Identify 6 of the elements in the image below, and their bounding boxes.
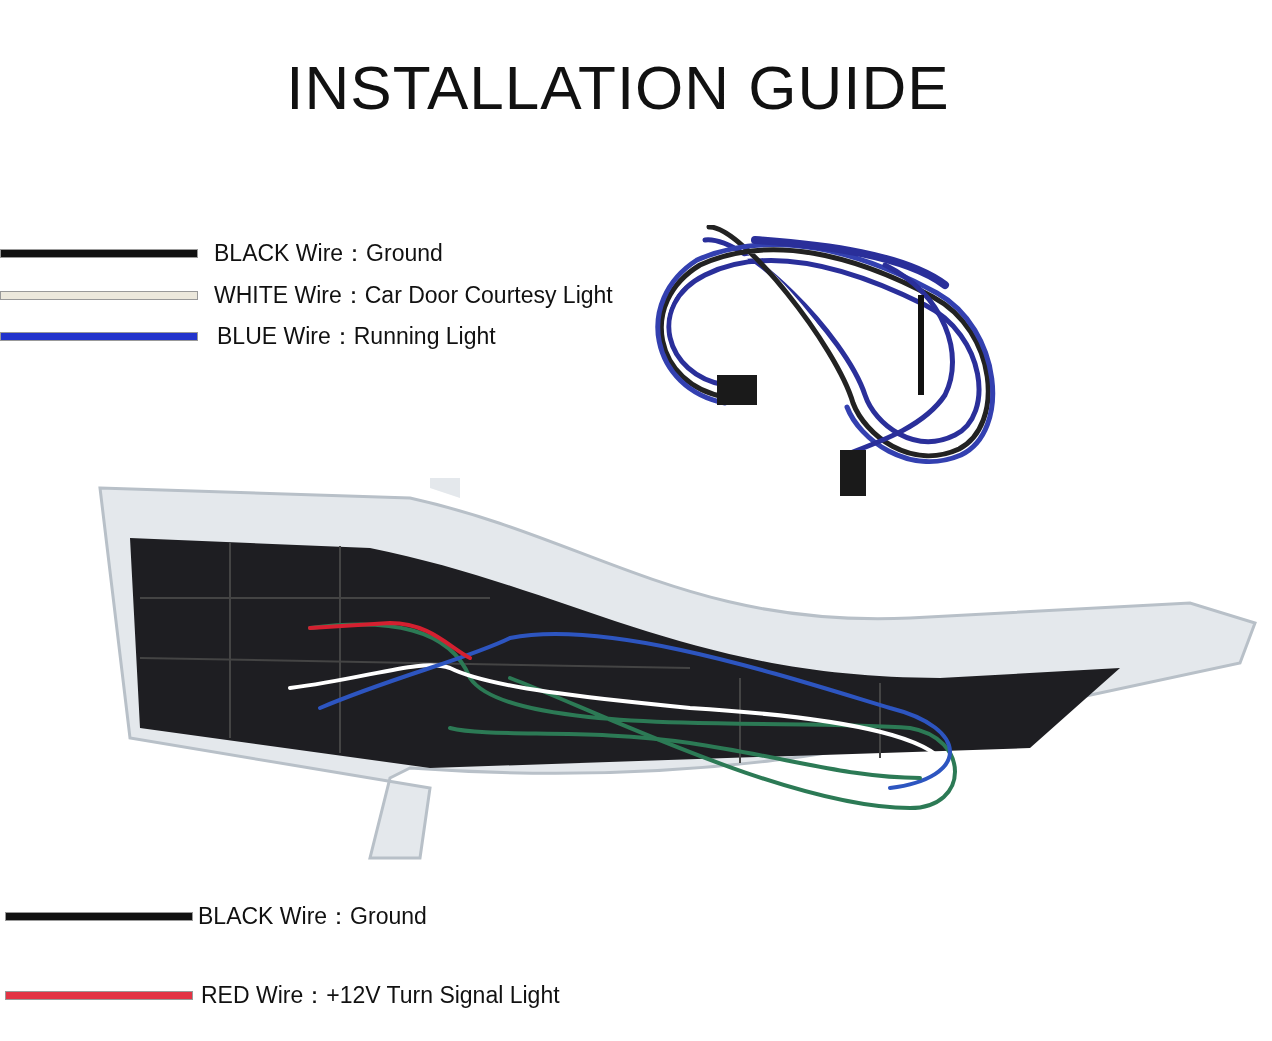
title: INSTALLATION GUIDE xyxy=(285,52,951,123)
legend-label: BLUE Wire：Running Light xyxy=(217,322,496,351)
legend-label: WHITE Wire：Car Door Courtesy Light xyxy=(214,281,613,310)
legend-label: BLACK Wire：Ground xyxy=(214,239,443,268)
legend-label: RED Wire：+12V Turn Signal Light xyxy=(201,981,560,1010)
legend-label: BLACK Wire：Ground xyxy=(198,902,427,931)
